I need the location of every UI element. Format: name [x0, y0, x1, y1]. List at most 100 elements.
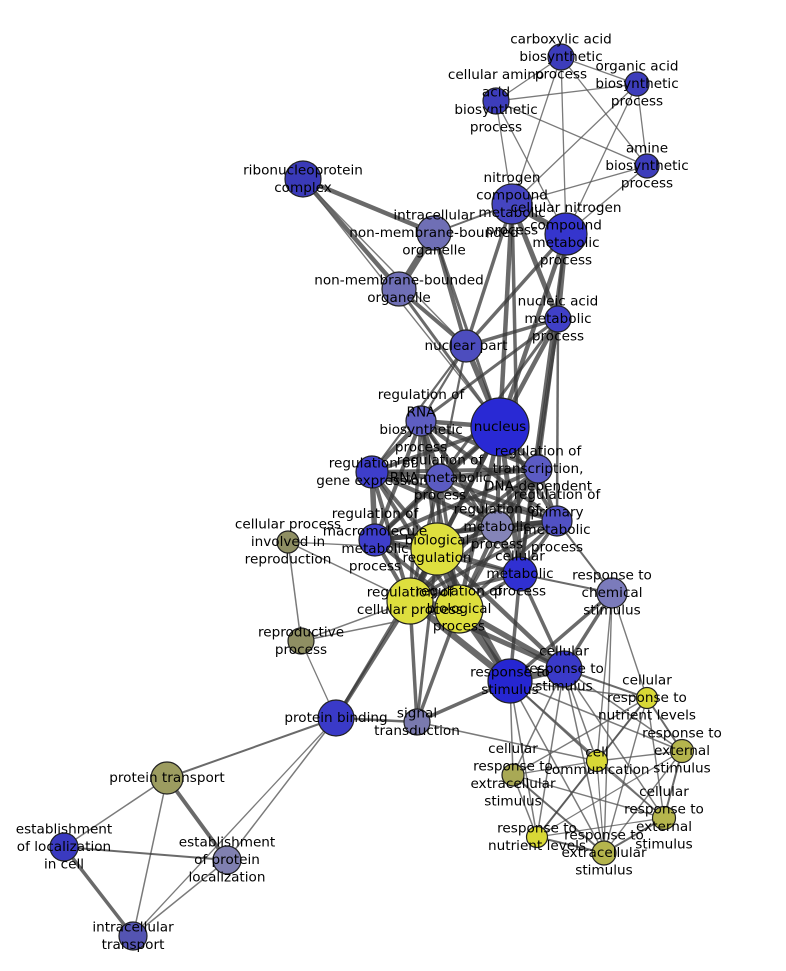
- node-resp_nutr[interactable]: [525, 825, 549, 849]
- node-reg_rna_met[interactable]: [425, 463, 455, 493]
- node-reg_gene[interactable]: [355, 455, 389, 489]
- node-reg_rna_bio[interactable]: [405, 405, 437, 437]
- node-resp_extr[interactable]: [591, 840, 617, 866]
- edge-cell_resp_stim-cell_resp_extr: [512, 668, 565, 776]
- node-signal[interactable]: [403, 708, 431, 736]
- node-ribo[interactable]: [284, 160, 322, 198]
- node-carboxylic[interactable]: [547, 43, 575, 71]
- edge-cell_resp_stim-cell_resp_ext: [563, 668, 665, 819]
- node-organic[interactable]: [624, 71, 650, 97]
- edge-prot_bind-intra_trans: [132, 717, 337, 937]
- edge-cell_resp_nutr-cell_resp_extr: [512, 697, 648, 776]
- node-nucleic[interactable]: [544, 305, 572, 333]
- node-resp_ext1[interactable]: [669, 738, 695, 764]
- edge-cell_resp_stim-resp_extr: [563, 668, 605, 854]
- edge-amine-nitrogen: [511, 165, 648, 205]
- edge-resp_stim-cell_resp_ext: [509, 680, 665, 819]
- node-cell_repro[interactable]: [276, 530, 300, 554]
- edge-nucleic-reg_rna_bio: [420, 317, 559, 423]
- edge-nucleic-reg_transcr: [536, 318, 560, 470]
- node-layer: [49, 43, 695, 951]
- node-cell_resp_extr[interactable]: [501, 763, 525, 787]
- edge-organic-amino: [495, 83, 638, 102]
- node-reg_metab[interactable]: [480, 510, 514, 544]
- node-prot_trans[interactable]: [150, 761, 184, 795]
- edge-prot_bind-bio_reg: [334, 548, 439, 719]
- node-nuclear_part[interactable]: [449, 329, 483, 363]
- edge-cell_comm-resp_extr: [596, 760, 605, 854]
- node-bio_reg[interactable]: [410, 522, 464, 576]
- node-cell_nitrogen[interactable]: [544, 212, 588, 256]
- edge-cell_nitrogen-nucleus: [497, 233, 569, 428]
- edge-nucleic-nitrogen: [509, 203, 561, 320]
- node-est_loc[interactable]: [49, 832, 79, 862]
- node-resp_chem[interactable]: [596, 577, 628, 609]
- edge-nuclear_part-cell_nitrogen: [464, 232, 568, 348]
- node-reg_primary[interactable]: [541, 505, 573, 537]
- node-reg_transcr[interactable]: [523, 454, 553, 484]
- node-resp_stim[interactable]: [487, 658, 533, 704]
- edge-resp_ext1-resp_nutr: [536, 750, 683, 838]
- node-cell_resp_ext[interactable]: [651, 805, 677, 831]
- edge-organic-amine: [636, 83, 648, 167]
- edge-amino-cell_nitrogen: [495, 100, 567, 235]
- node-reg_macromol[interactable]: [358, 523, 392, 557]
- edge-resp_ext1-resp_extr: [603, 750, 683, 854]
- edge-resp_chem-cell_comm: [596, 592, 613, 762]
- node-label-prot_bind: protein binding: [284, 710, 387, 726]
- node-nmb[interactable]: [381, 271, 417, 307]
- node-repro[interactable]: [287, 627, 315, 655]
- node-nucleus[interactable]: [470, 397, 530, 457]
- edge-est_prot_loc-intra_trans: [132, 859, 228, 937]
- edge-signal-bio_reg: [415, 548, 439, 723]
- edge-resp_chem-resp_extr: [603, 592, 613, 854]
- node-cell_resp_stim[interactable]: [545, 650, 583, 688]
- edge-cell_comm-resp_nutr: [536, 760, 598, 838]
- node-amino[interactable]: [482, 87, 510, 115]
- node-est_prot_loc[interactable]: [212, 845, 242, 875]
- edge-cell_resp_nutr-cell_comm: [596, 697, 648, 762]
- edge-carboxylic-cell_nitrogen: [560, 56, 567, 235]
- edge-cell_resp_extr-cell_resp_ext: [512, 774, 665, 819]
- node-amine[interactable]: [634, 153, 660, 179]
- edge-cell_nitrogen-cell_metab: [518, 233, 568, 575]
- node-intra_trans[interactable]: [118, 921, 148, 951]
- edge-cell_resp_ext-resp_nutr: [536, 817, 665, 838]
- edge-amino-amine: [495, 100, 648, 167]
- node-cell_metab[interactable]: [502, 556, 538, 592]
- edge-organic-cell_nitrogen: [565, 83, 638, 235]
- node-reg_cell_proc[interactable]: [386, 577, 434, 625]
- edge-prot_trans-prot_bind: [166, 717, 337, 779]
- node-reg_bio_proc[interactable]: [434, 584, 484, 634]
- node-intra_nmb[interactable]: [416, 215, 452, 251]
- node-cell_resp_nutr[interactable]: [635, 686, 659, 710]
- edge-ribo-nmb: [301, 177, 401, 291]
- node-label-nuclear_part: nuclear part: [425, 338, 508, 354]
- node-nitrogen[interactable]: [491, 183, 533, 225]
- edge-organic-nitrogen: [511, 83, 638, 205]
- edge-carboxylic-amine: [560, 56, 648, 167]
- node-cell_comm[interactable]: [585, 749, 609, 773]
- edge-cell_resp_extr-resp_extr: [512, 774, 605, 854]
- node-prot_bind[interactable]: [317, 699, 355, 737]
